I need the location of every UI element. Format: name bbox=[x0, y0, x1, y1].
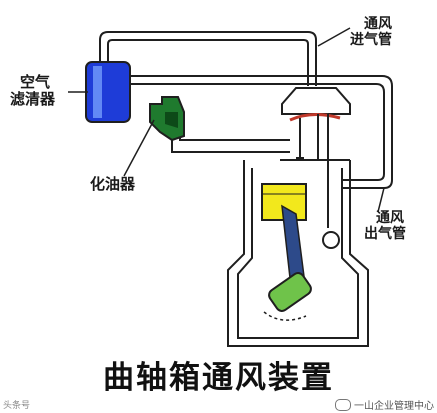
exhaust-vent-pipe bbox=[342, 179, 350, 189]
watermark-left: 头条号 bbox=[3, 401, 31, 411]
air-filter-label-line1: 空气 bbox=[20, 73, 51, 91]
exhaust-vent-label: 通风 出气管 bbox=[364, 210, 406, 242]
filter-to-carb-pipe bbox=[130, 75, 393, 189]
intake-vent-label-line2: 进气管 bbox=[350, 32, 392, 49]
watermark-right: 一山企业管理中心 bbox=[335, 397, 434, 412]
intake-vent-label-line1: 通风 bbox=[364, 16, 392, 32]
cylinder-head bbox=[280, 87, 351, 161]
intake-vent-pipe bbox=[99, 31, 317, 86]
air-filter-label: 空气 滤清器 bbox=[10, 73, 56, 109]
air-filter-label-line2: 滤清器 bbox=[10, 90, 56, 109]
carburetor-label: 化油器 bbox=[90, 175, 136, 193]
engine-block bbox=[227, 160, 369, 347]
air-filter bbox=[85, 61, 131, 123]
carburetor bbox=[149, 96, 185, 142]
intake-vent-label: 通风 进气管 bbox=[350, 16, 392, 48]
crankshaft bbox=[263, 272, 312, 321]
intake-manifold-pipe bbox=[171, 112, 290, 153]
exhaust-vent-label-line2: 出气管 bbox=[364, 226, 406, 243]
exhaust-vent-label-line1: 通风 bbox=[376, 210, 404, 226]
leader-lines bbox=[68, 27, 385, 213]
diagram-title: 曲轴箱通风装置 bbox=[103, 360, 334, 396]
watermark-right-text: 一山企业管理中心 bbox=[354, 401, 434, 412]
carburetor-label-text: 化油器 bbox=[90, 175, 136, 193]
chat-bubble-icon bbox=[335, 398, 351, 411]
valve-train bbox=[289, 113, 341, 249]
